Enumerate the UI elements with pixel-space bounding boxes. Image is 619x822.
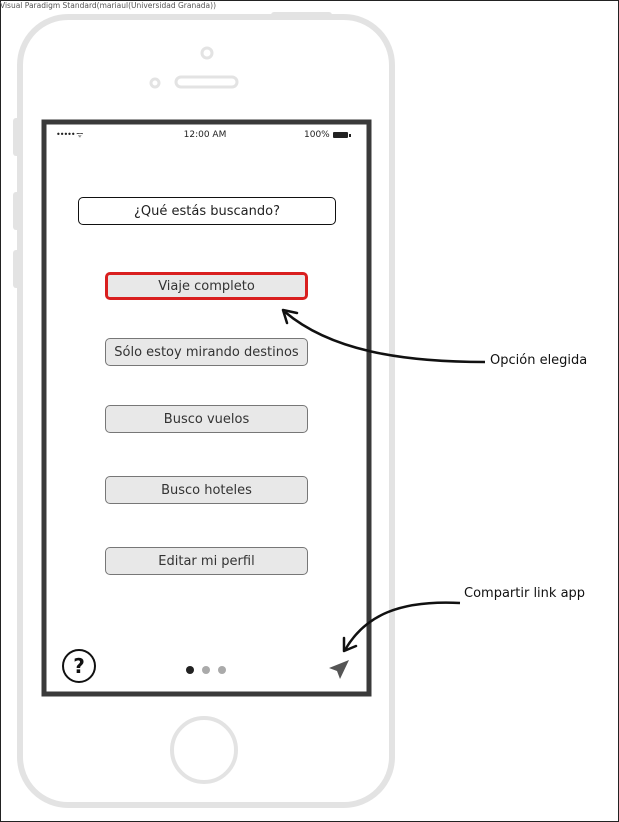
annotation-arrow-share: [343, 601, 461, 651]
phone-camera: [200, 46, 214, 60]
share-link-button[interactable]: [325, 655, 353, 683]
phone-speaker: [174, 75, 239, 89]
signal-strength-icon: ••••• ᯤ: [56, 130, 83, 139]
option-editar-perfil-button[interactable]: Editar mi perfil: [105, 547, 308, 575]
option-busco-hoteles-button[interactable]: Busco hoteles: [105, 476, 308, 504]
option-busco-vuelos-button[interactable]: Busco vuelos: [105, 405, 308, 433]
battery-percentage: 100%: [304, 130, 330, 140]
page-dot-1: [186, 666, 194, 674]
page-dot-3: [218, 666, 226, 674]
annotation-arrow-chosen: [284, 311, 486, 364]
page-dot-2: [202, 666, 210, 674]
watermark: Visual Paradigm Standard(mariaul(Univers…: [0, 1, 217, 10]
option-viaje-completo-button[interactable]: Viaje completo: [105, 272, 308, 300]
annotation-chosen-option: Opción elegida: [490, 353, 588, 368]
status-time: 12:00 AM: [183, 130, 227, 140]
navigation-arrow-icon: [329, 660, 349, 679]
help-icon[interactable]: ?: [62, 649, 96, 683]
phone-home-button: [170, 716, 238, 784]
annotation-arrowhead-chosen: [281, 308, 299, 325]
phone-sensor: [149, 77, 161, 89]
annotation-arrowhead-share: [342, 636, 358, 653]
search-prompt-field[interactable]: ¿Qué estás buscando?: [78, 197, 336, 225]
annotation-share-link: Compartir link app: [464, 586, 586, 601]
battery-icon: [333, 132, 351, 138]
option-mirando-destinos-button[interactable]: Sólo estoy mirando destinos: [105, 338, 308, 366]
